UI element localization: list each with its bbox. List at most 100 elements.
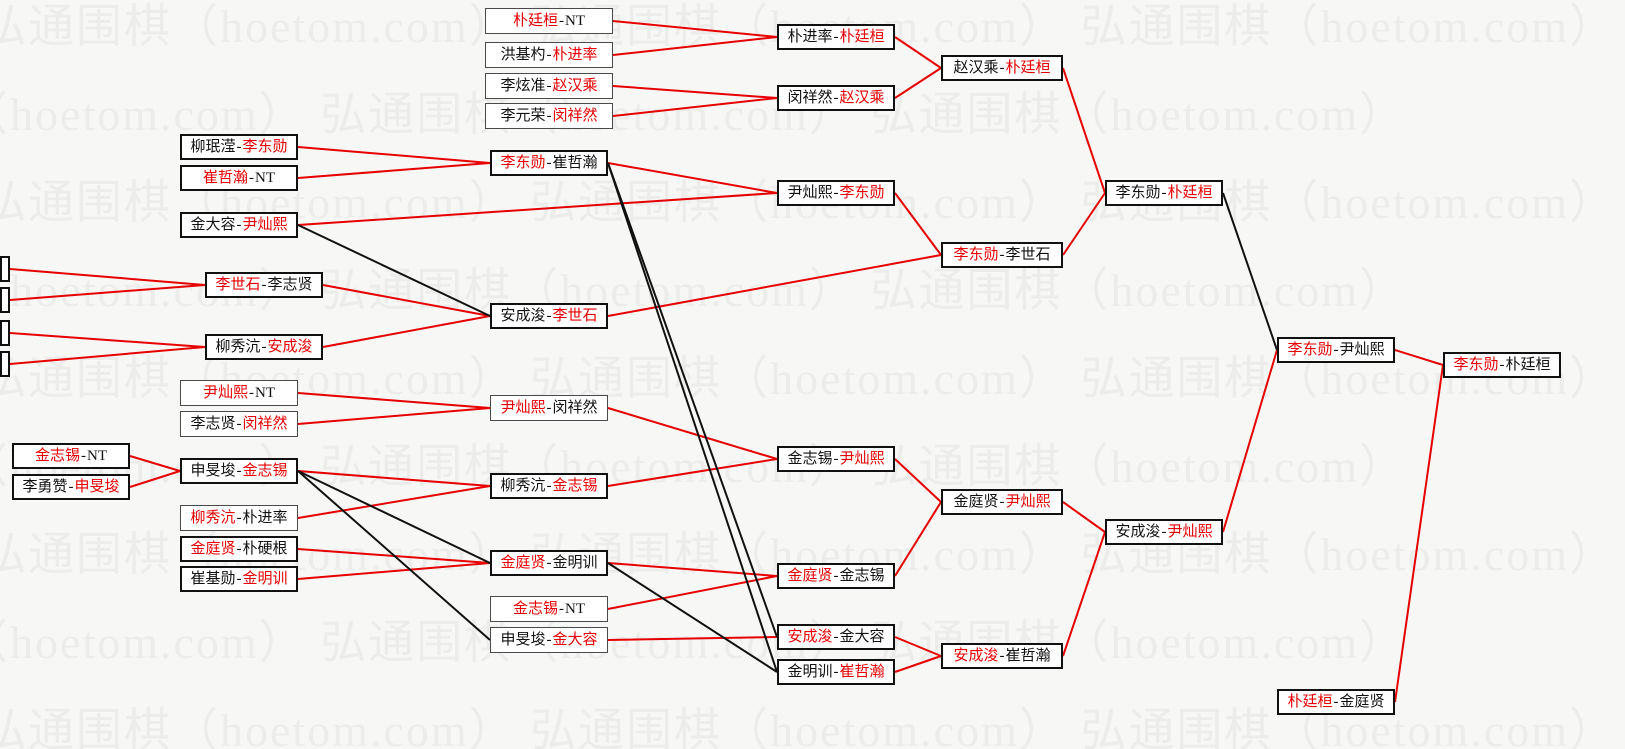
player-b: 朴进率 [242, 509, 288, 526]
match-box[interactable]: 李东勋-李世石 [941, 242, 1063, 268]
match-box[interactable]: 安成浚-金大容 [777, 624, 895, 650]
player-b: 闵祥然 [552, 399, 598, 416]
match-box[interactable]: 金庭贤-金明训 [490, 550, 608, 576]
connector-line [297, 192, 778, 226]
player-a: 柳珉滢 [190, 138, 236, 155]
match-box[interactable]: 李炫准-赵汉乘 [485, 73, 613, 99]
match-box[interactable]: 金志锡-尹灿熙 [777, 446, 895, 472]
versus-separator: - [236, 138, 242, 155]
match-box[interactable]: 安成浚-尹灿熙 [1105, 519, 1223, 545]
player-a: 李炫准 [500, 77, 546, 94]
player-a: 闵祥然 [787, 89, 833, 106]
match-box[interactable]: 柳秀沆-朴进率 [180, 505, 298, 531]
match-box[interactable] [0, 351, 10, 377]
match-box[interactable]: 朴廷桓-NT [485, 8, 613, 34]
versus-separator: - [68, 478, 74, 495]
player-b: 尹灿熙 [1005, 493, 1051, 510]
match-box[interactable]: 朴廷桓-金庭贤 [1277, 689, 1395, 715]
player-b: 崔哲瀚 [839, 663, 885, 680]
match-box[interactable]: 柳珉滢-李东勋 [180, 134, 298, 160]
match-box[interactable]: 李世石-李志贤 [205, 272, 323, 298]
versus-separator: - [249, 384, 254, 401]
match-box[interactable]: 金志锡-NT [490, 596, 608, 622]
player-b: 闵祥然 [552, 107, 598, 124]
connector-line [297, 392, 491, 409]
player-a: 柳秀沆 [500, 477, 546, 494]
match-box[interactable]: 柳秀沆-安成浚 [205, 334, 323, 360]
match-box[interactable]: 金志锡-NT [12, 443, 130, 469]
connector-line [607, 162, 778, 194]
connector-line [9, 332, 206, 348]
match-box[interactable]: 崔基勋-金明训 [180, 566, 298, 592]
match-box[interactable] [0, 287, 10, 313]
match-box[interactable]: 李东勋-朴廷桓 [1443, 352, 1561, 378]
connector-line [129, 455, 181, 472]
match-box[interactable]: 尹灿熙-李东勋 [777, 180, 895, 206]
connector-line [894, 501, 942, 577]
player-a: 朴进率 [787, 28, 833, 45]
match-box[interactable]: 尹灿熙-NT [180, 380, 298, 406]
player-a: 金庭贤 [190, 540, 236, 557]
player-b: 朴廷桓 [1505, 356, 1551, 373]
versus-separator: - [833, 663, 839, 680]
connector-line [1062, 531, 1106, 657]
match-box[interactable]: 金庭贤-金志锡 [777, 563, 895, 589]
player-b: 金明训 [242, 570, 288, 587]
match-box[interactable]: 金庭贤-尹灿熙 [941, 489, 1063, 515]
match-box[interactable]: 柳秀沆-金志锡 [490, 473, 608, 499]
match-box[interactable]: 金大容-尹灿熙 [180, 212, 298, 238]
match-box[interactable]: 申旻埈-金志锡 [180, 458, 298, 484]
player-b: 尹灿熙 [242, 216, 288, 233]
connector-line [612, 36, 778, 56]
match-box[interactable]: 李东勋-尹灿熙 [1277, 337, 1395, 363]
connector-line [607, 162, 778, 638]
versus-separator: - [546, 631, 552, 648]
match-box[interactable] [0, 320, 10, 346]
match-box[interactable]: 申旻埈-金大容 [490, 627, 608, 653]
versus-separator: - [1333, 693, 1339, 710]
match-box[interactable]: 李东勋-朴廷桓 [1105, 180, 1223, 206]
player-b: 李世石 [1005, 246, 1051, 263]
match-box[interactable]: 金庭贤-朴硬根 [180, 536, 298, 562]
match-box[interactable]: 金明训-崔哲瀚 [777, 659, 895, 685]
versus-separator: - [236, 509, 242, 526]
match-box[interactable]: 李勇赞-申旻埈 [12, 474, 130, 500]
versus-separator: - [236, 462, 242, 479]
match-box[interactable]: 尹灿熙-闵祥然 [490, 395, 608, 421]
versus-separator: - [999, 246, 1005, 263]
match-box[interactable]: 李东勋-崔哲瀚 [490, 150, 608, 176]
match-box[interactable]: 李元荣-闵祥然 [485, 103, 613, 129]
connector-line [894, 67, 942, 99]
player-b: 尹灿熙 [1167, 523, 1213, 540]
versus-separator: - [999, 59, 1005, 76]
player-b: 朴廷桓 [839, 28, 885, 45]
match-box[interactable]: 洪基杓-朴进率 [485, 42, 613, 68]
versus-separator: - [833, 28, 839, 45]
connector-line [1222, 192, 1278, 351]
match-box[interactable]: 赵汉乘-朴廷桓 [941, 55, 1063, 81]
match-box[interactable]: 闵祥然-赵汉乘 [777, 85, 895, 111]
match-box[interactable]: 安成浚-崔哲瀚 [941, 643, 1063, 669]
player-b: 申旻埈 [74, 478, 120, 495]
connector-line [1062, 501, 1106, 533]
versus-separator: - [999, 647, 1005, 664]
player-b: NT [255, 169, 275, 186]
player-a: 洪基杓 [500, 46, 546, 63]
player-a: 安成浚 [500, 307, 546, 324]
player-b: NT [565, 12, 585, 29]
connector-line [1062, 67, 1106, 194]
connector-line [607, 562, 778, 577]
player-a: 尹灿熙 [202, 384, 248, 401]
player-b: NT [255, 384, 275, 401]
connector-line [607, 162, 778, 673]
match-box[interactable]: 安成浚-李世石 [490, 303, 608, 329]
player-b: 闵祥然 [242, 415, 288, 432]
match-box[interactable]: 李志贤-闵祥然 [180, 411, 298, 437]
player-a: 金庭贤 [500, 554, 546, 571]
match-box[interactable]: 朴进率-朴廷桓 [777, 24, 895, 50]
connector-line [297, 470, 491, 564]
match-box[interactable]: 崔哲瀚-NT [180, 165, 298, 191]
match-box[interactable] [0, 256, 10, 282]
player-a: 朴廷桓 [512, 12, 558, 29]
versus-separator: - [1161, 184, 1167, 201]
